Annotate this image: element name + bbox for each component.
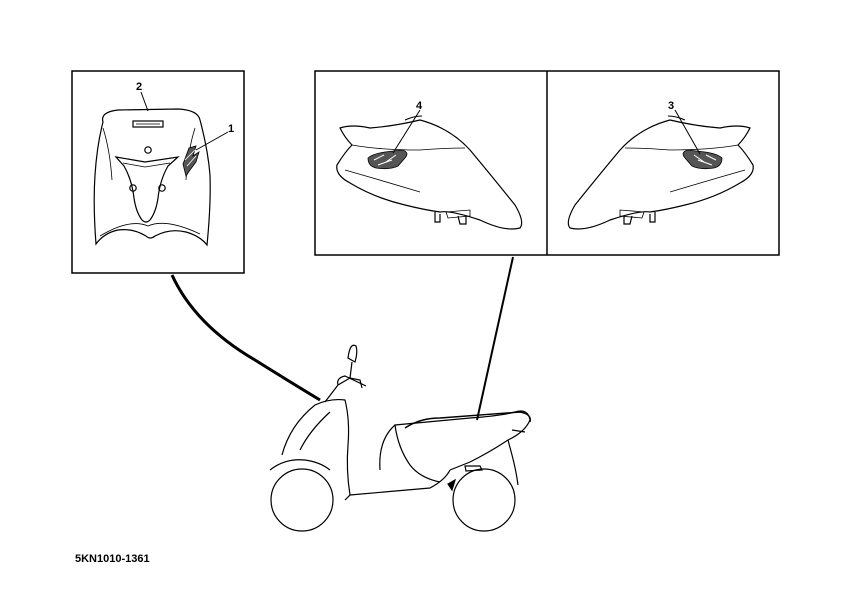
front-wheel (270, 468, 334, 532)
leader-line-2 (140, 91, 149, 112)
scooter-drawing (269, 344, 531, 532)
side-covers-inset: 4 3 (314, 70, 780, 256)
leader-line-4 (392, 109, 421, 154)
front-connector-line (170, 274, 321, 402)
side-connector-line (476, 256, 514, 421)
rear-wheel (452, 468, 516, 532)
front-decal (182, 145, 200, 177)
left-side-cover-drawing (336, 115, 523, 230)
leader-line-1 (195, 131, 229, 151)
front-cover-frame (71, 70, 245, 274)
leader-line-3 (674, 109, 701, 155)
callout-2: 2 (136, 81, 142, 93)
figure-code: 5KN1010-1361 (75, 553, 150, 565)
callout-3: 3 (668, 100, 674, 112)
callout-4: 4 (416, 100, 423, 112)
left-side-decal (367, 149, 408, 170)
front-cover-drawing (93, 108, 211, 247)
front-cover-inset: 2 1 (71, 70, 245, 274)
right-side-decal (682, 149, 723, 170)
callout-1: 1 (228, 123, 234, 135)
right-side-cover-drawing (567, 115, 754, 230)
